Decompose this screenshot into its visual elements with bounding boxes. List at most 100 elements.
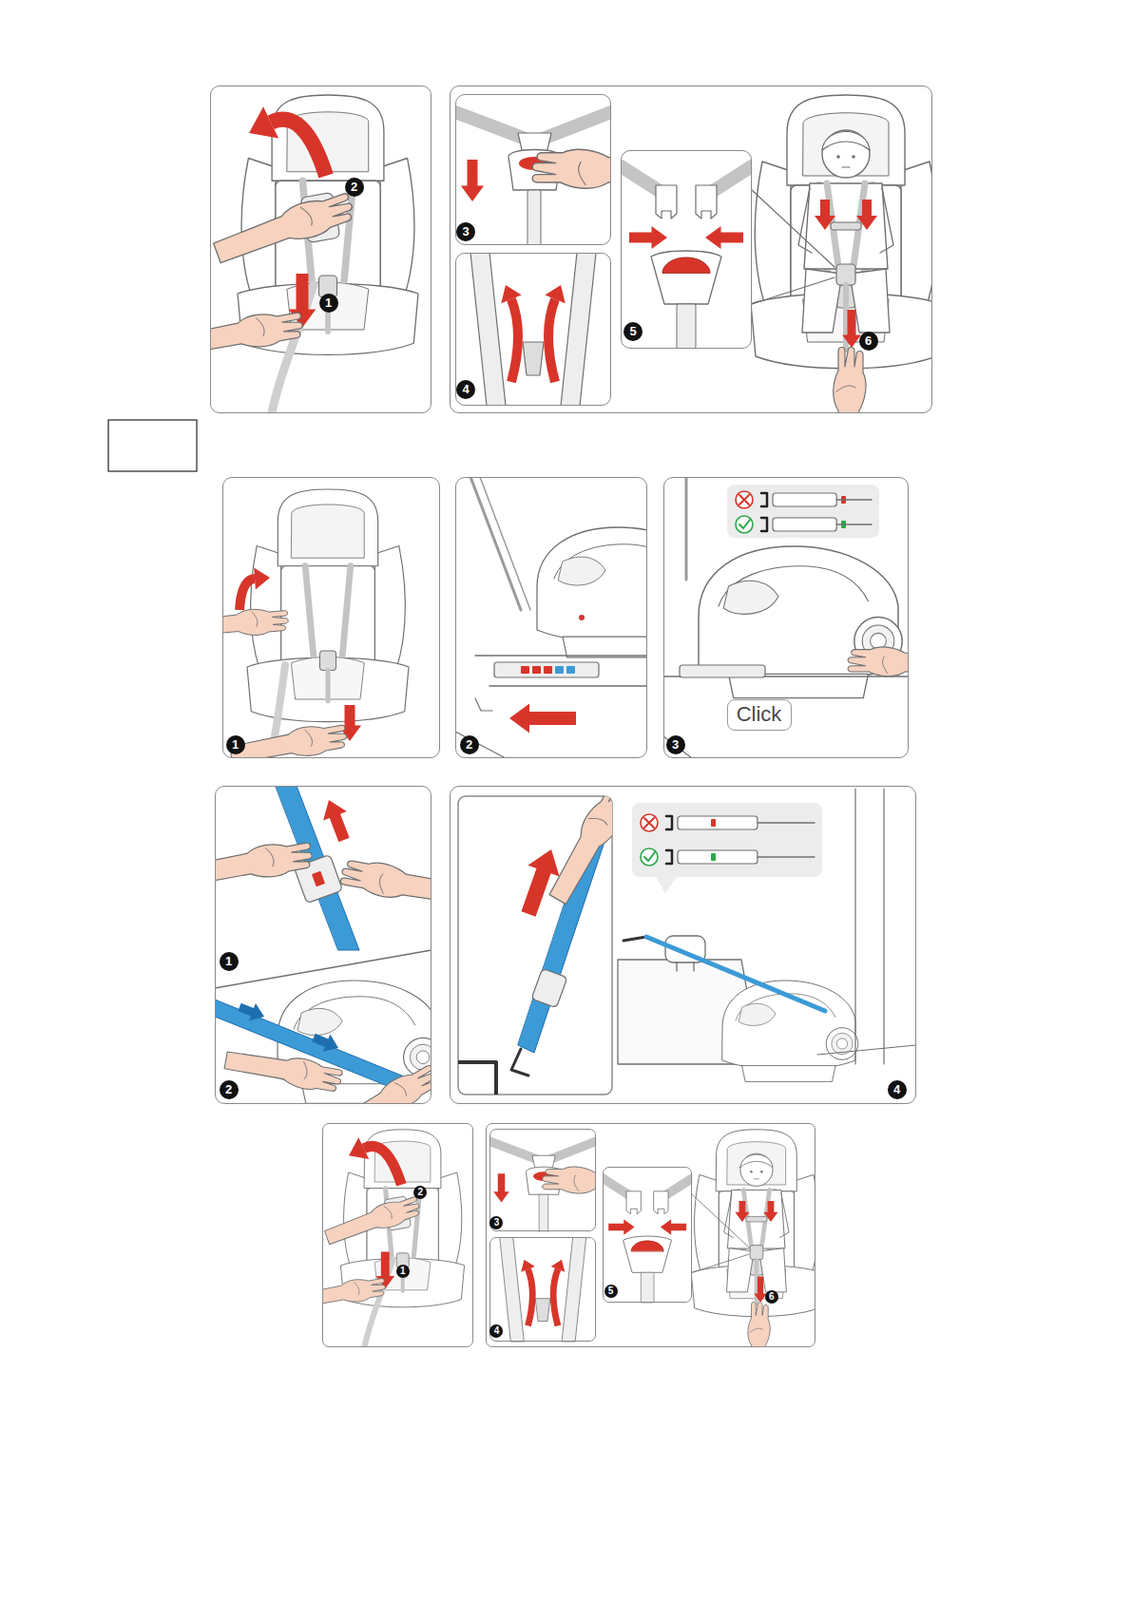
wrong-icon — [735, 491, 753, 509]
curved-arrow — [364, 1146, 403, 1186]
child-eye — [851, 154, 856, 159]
crotch-strap — [325, 670, 330, 701]
panel-art — [602, 1168, 692, 1305]
callout-wedge — [691, 1254, 749, 1273]
curved-arrow — [548, 299, 556, 383]
detail-inset: 5 — [602, 1167, 692, 1304]
buckle — [836, 264, 856, 286]
car-seat-side — [537, 527, 648, 658]
panel-art — [620, 150, 752, 349]
tether-hook — [511, 1049, 529, 1076]
direction-arrow — [734, 1201, 749, 1223]
rotation-dial — [836, 1038, 847, 1050]
detail-inset: 3 — [455, 94, 612, 246]
hand-crease — [574, 1175, 579, 1191]
callout-number: 6 — [765, 1290, 779, 1305]
wrong-icon — [739, 495, 749, 505]
connector-line — [836, 498, 872, 500]
buckle — [320, 651, 337, 671]
hand — [748, 1302, 770, 1348]
hand — [322, 1275, 387, 1313]
hand — [847, 647, 909, 677]
indicator-mark — [311, 871, 326, 888]
harness-strap — [342, 566, 351, 656]
direction-arrow — [705, 226, 744, 250]
divider-line — [214, 950, 432, 989]
direction-arrow — [763, 1201, 778, 1223]
direction-arrow — [509, 704, 576, 734]
crotch-strap — [640, 1272, 654, 1304]
connector-line — [757, 822, 815, 824]
car-seat — [247, 489, 409, 723]
hand-crease — [578, 161, 586, 185]
indicator-mark — [532, 666, 541, 674]
hand — [543, 796, 613, 908]
panel-art — [322, 1130, 465, 1348]
hand — [339, 857, 432, 912]
crotch-strap — [527, 190, 541, 246]
seat-pad — [723, 580, 779, 614]
hand-crease — [749, 1328, 764, 1333]
direction-arrow — [842, 309, 862, 348]
car-seat — [750, 95, 933, 369]
headrest-post — [676, 962, 694, 972]
indicator-mark — [566, 666, 576, 674]
inset-ground — [455, 252, 612, 406]
child-arm — [724, 1193, 734, 1239]
headrest — [364, 1130, 441, 1190]
child-hair — [740, 1154, 773, 1168]
hand — [222, 606, 289, 642]
curved-arrow — [553, 1269, 558, 1327]
detail-inset: 4 — [489, 1237, 596, 1343]
indicator-mark — [710, 819, 716, 827]
isofix-anchor — [475, 698, 493, 711]
buckle-tongue — [695, 185, 717, 219]
callout-number: 4 — [887, 1080, 907, 1100]
detail-inset: 5 — [620, 150, 752, 349]
badge-pointer — [655, 877, 677, 894]
child-eye — [760, 1170, 763, 1173]
seat-back — [281, 566, 376, 672]
child-eye — [836, 154, 841, 159]
harness-strap — [560, 252, 596, 406]
direction-arrow — [608, 1219, 634, 1236]
click-label: Click — [727, 699, 792, 731]
seat-belt — [470, 477, 521, 611]
child-arm — [798, 188, 812, 253]
arrow-head — [249, 106, 279, 138]
direction-arrow — [520, 849, 559, 918]
headrest — [716, 1130, 798, 1192]
harness-strap — [499, 1237, 524, 1343]
release-button — [662, 257, 710, 273]
hand — [748, 1302, 770, 1348]
buckle-tongue — [626, 1191, 641, 1215]
correct-icon — [640, 848, 658, 866]
headrest-pad — [291, 504, 365, 558]
correct-icon — [739, 519, 750, 529]
panel-art — [214, 786, 432, 1105]
callout-number: 2 — [460, 735, 480, 755]
hand — [229, 720, 349, 759]
hand — [323, 1192, 423, 1249]
direction-arrow — [493, 1173, 510, 1203]
hand-crease — [266, 847, 275, 868]
arrow-head — [520, 1260, 536, 1273]
hand-crease — [383, 1205, 393, 1221]
buckle — [536, 1299, 551, 1323]
harness-strap — [470, 252, 506, 406]
row-art — [295, 1129, 822, 1392]
step-panel: 1 — [222, 477, 441, 759]
step-panel: Click3 — [663, 477, 909, 759]
step-panel: 21 — [210, 85, 432, 414]
panel-art — [455, 477, 648, 759]
harness-strap — [561, 1237, 586, 1343]
step-panel: 2 — [455, 477, 648, 759]
child-body — [804, 183, 888, 269]
hand — [229, 720, 349, 759]
hand — [322, 1275, 387, 1313]
hand-crease — [300, 205, 314, 228]
direction-arrow — [460, 159, 484, 202]
step-panel: 21 — [322, 1123, 474, 1348]
seat-back — [366, 1189, 439, 1269]
